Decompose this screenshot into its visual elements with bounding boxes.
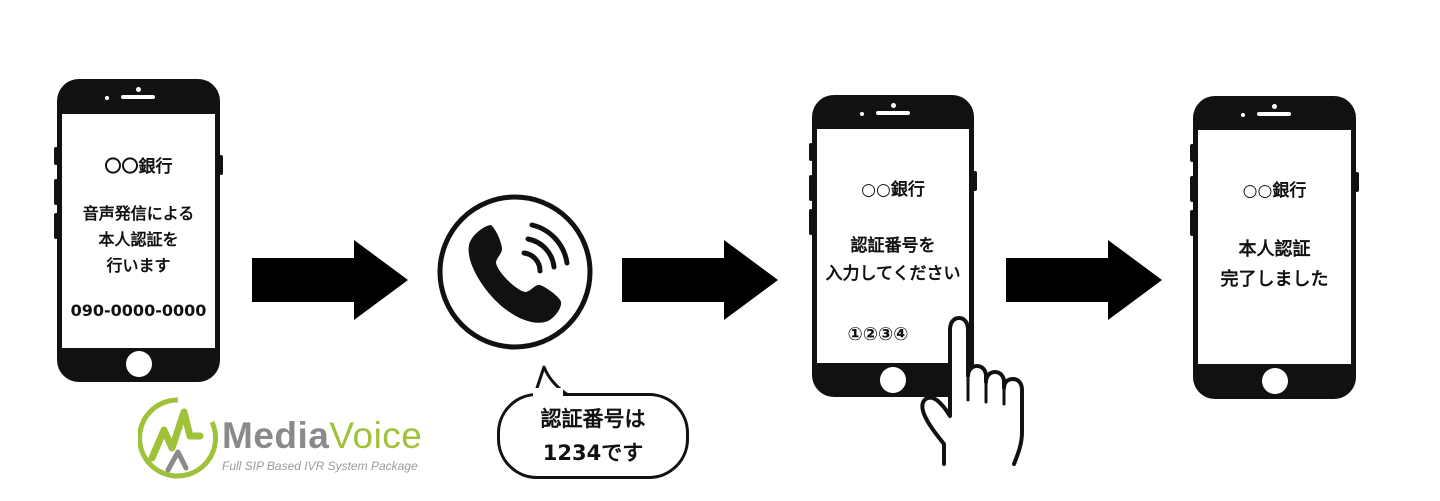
bubble-line-2: 1234です	[542, 441, 644, 465]
phone-3: ○○銀行 本人認証 完了しました	[1190, 96, 1359, 399]
message-line-2: 入力してください	[825, 264, 961, 284]
logo-tagline: Full SIP Based IVR System Package	[222, 459, 418, 473]
right-arrow-icon	[1006, 240, 1162, 320]
message-line-3: 行います	[106, 256, 171, 275]
logo-name-media: Media	[222, 415, 330, 456]
bank-name: 〇〇銀行	[104, 157, 173, 177]
phone-2: ○○銀行 認証番号を 入力してください ①②③④	[809, 95, 977, 397]
home-button	[126, 351, 152, 377]
logo-name-voice: Voice	[329, 415, 423, 456]
message-line-1: 認証番号を	[850, 236, 936, 256]
message-line-1: 本人認証	[1238, 239, 1311, 260]
message-line-1: 音声発信による	[82, 204, 195, 223]
phone-1-screen: 〇〇銀行 音声発信による 本人認証を 行います 090-0000-0000	[62, 114, 215, 348]
logo-name: MediaVoice	[222, 415, 422, 457]
bubble-line-1: 認証番号は	[540, 407, 646, 431]
right-arrow-icon	[622, 240, 778, 320]
home-button	[880, 367, 906, 393]
phone-2-screen: ○○銀行 認証番号を 入力してください ①②③④	[817, 129, 969, 363]
speech-bubble: 認証番号は 1234です	[497, 393, 689, 479]
phone-number: 090-0000-0000	[70, 301, 207, 320]
phone-call-icon	[437, 194, 593, 350]
bank-name: ○○銀行	[861, 180, 925, 200]
message-line-2: 本人認証を	[98, 230, 179, 249]
home-button	[1262, 368, 1288, 394]
message-line-2: 完了しました	[1220, 269, 1329, 290]
right-arrow-icon	[252, 240, 408, 320]
phone-1: 〇〇銀行 音声発信による 本人認証を 行います 090-0000-0000	[54, 79, 223, 382]
mediavoice-logo: MediaVoice Full SIP Based IVR System Pac…	[138, 392, 458, 484]
pointing-hand-icon	[920, 316, 1024, 466]
auth-code: ①②③④	[847, 324, 909, 345]
phone-3-screen: ○○銀行 本人認証 完了しました	[1198, 130, 1351, 364]
bank-name: ○○銀行	[1242, 181, 1307, 201]
mediavoice-logo-mark	[138, 397, 218, 479]
